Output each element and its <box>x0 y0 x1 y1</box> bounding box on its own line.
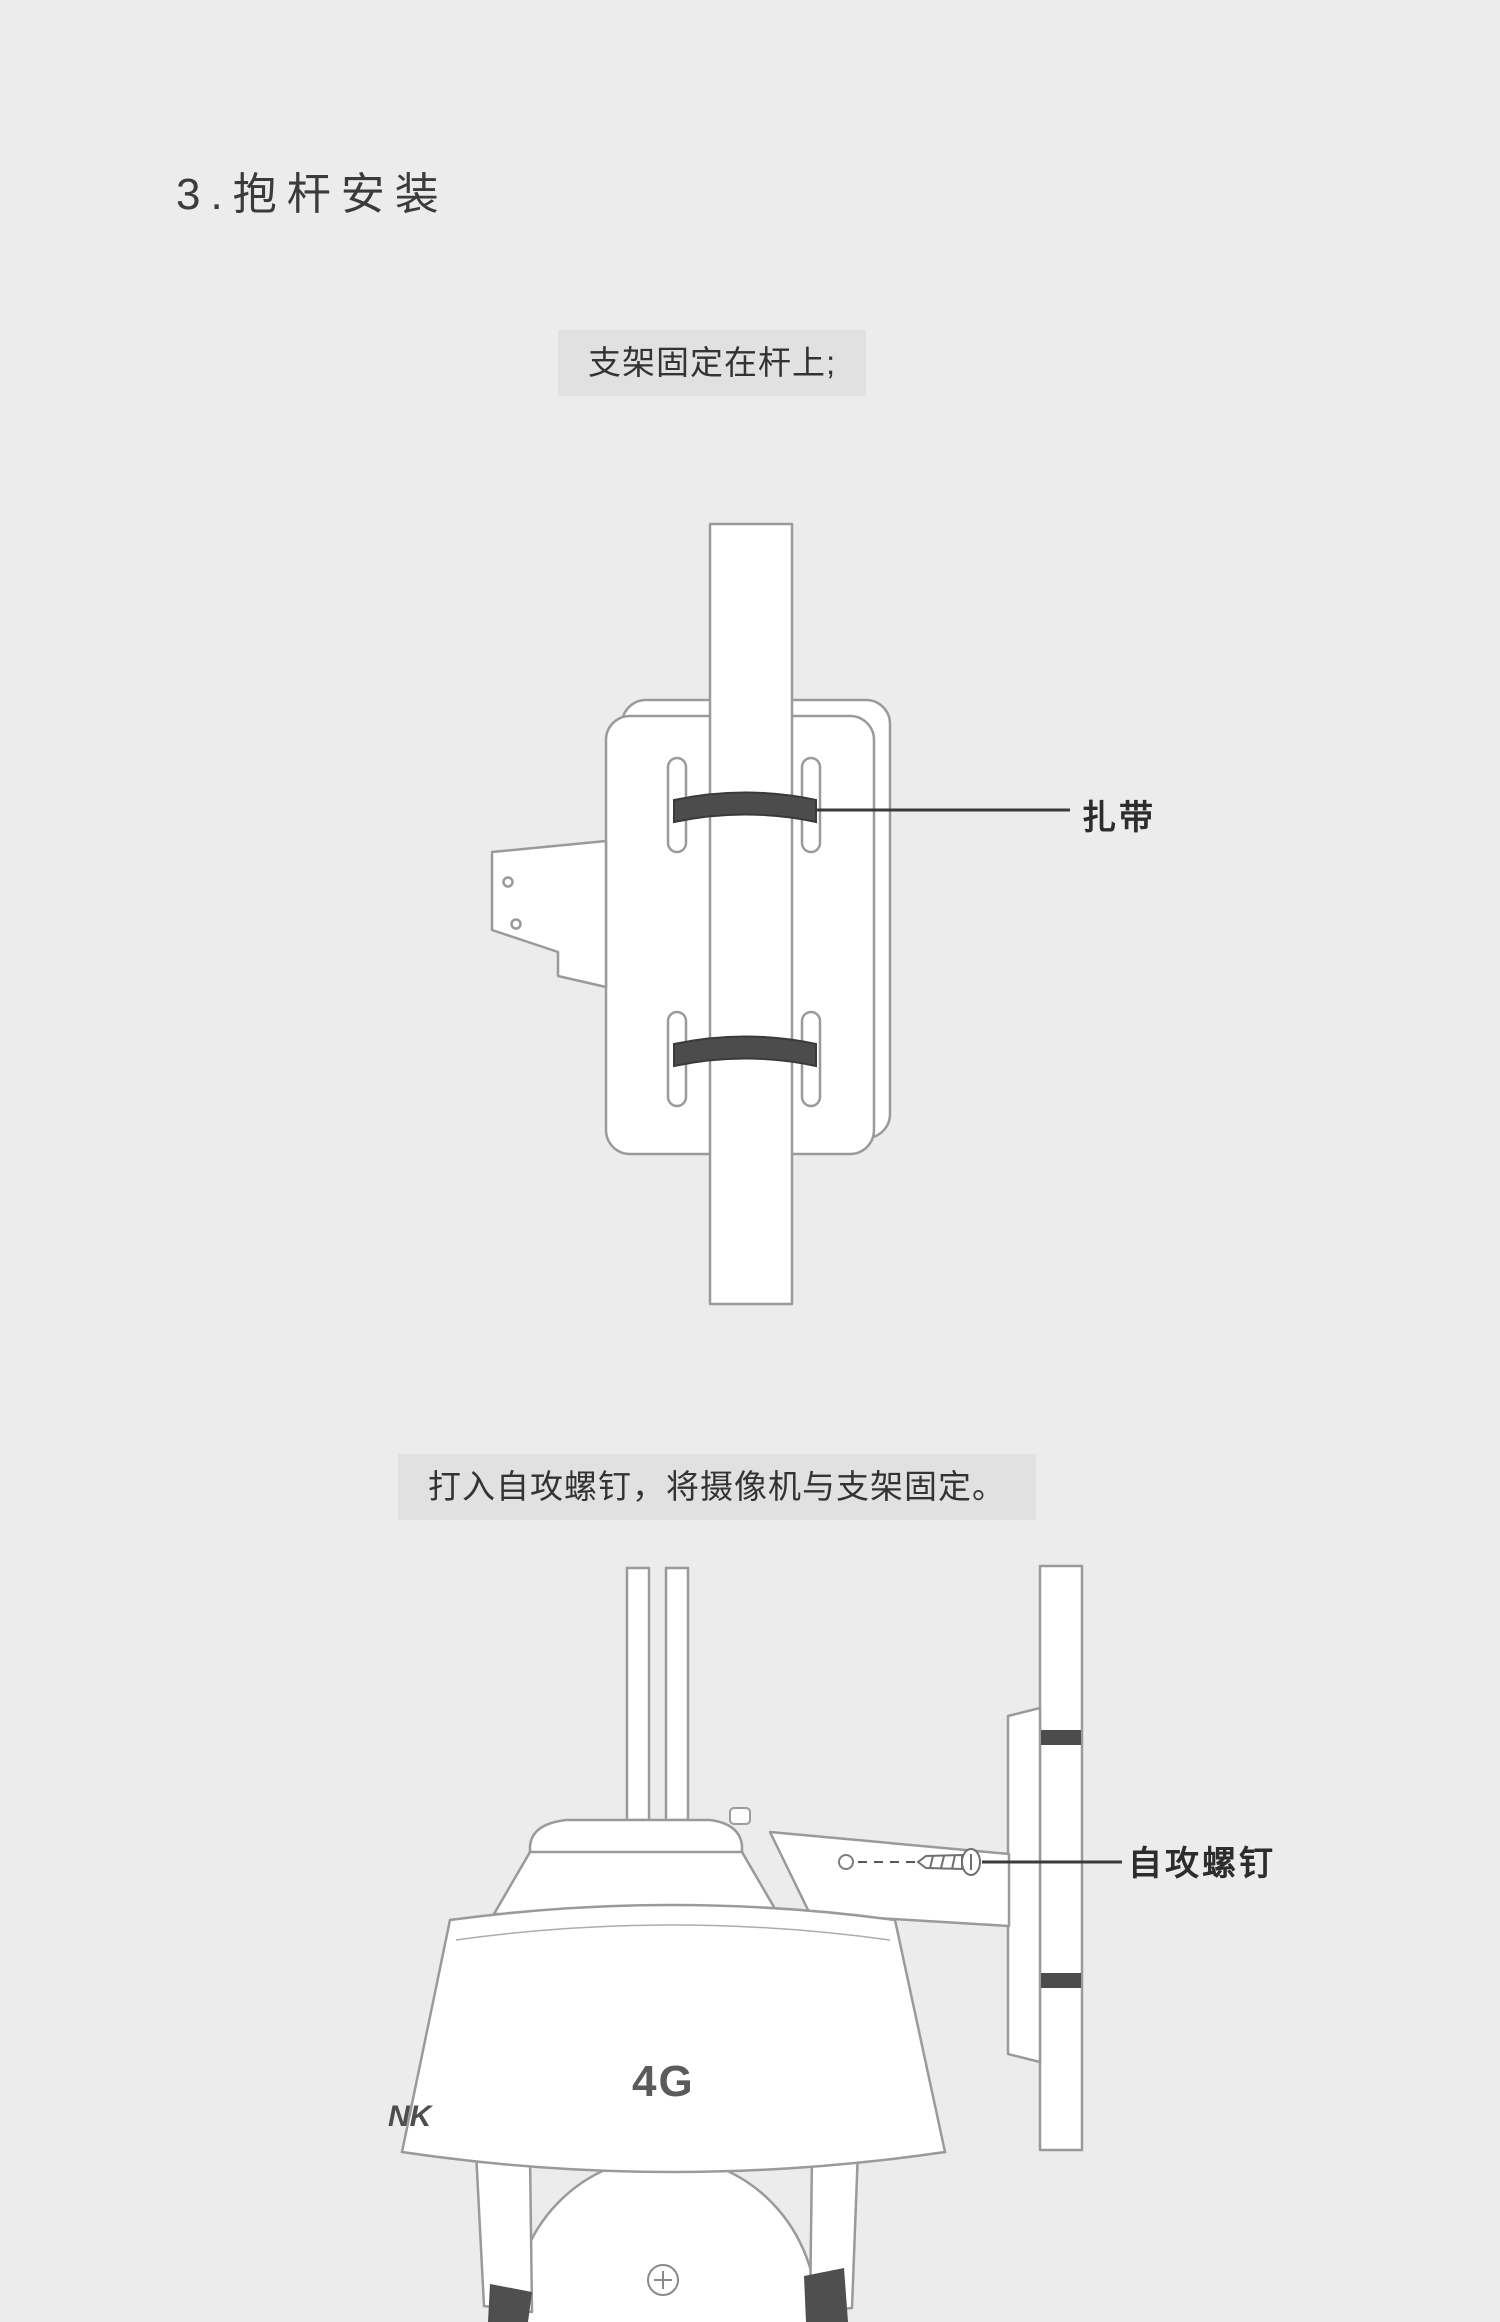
camera-logo-fragment: NK <box>388 2100 434 2133</box>
screw-thread-3 <box>951 1854 956 1870</box>
step2-caption: 打入自攻螺钉，将摄像机与支架固定。 <box>398 1454 1036 1520</box>
bracket-arm <box>490 839 608 989</box>
pole-bracket-illustration <box>490 522 1070 1306</box>
cable-tie-bottom <box>673 1035 817 1068</box>
pole <box>1038 1564 1084 2152</box>
screw-thread-2 <box>940 1855 945 1869</box>
cap-nub <box>729 1807 751 1825</box>
cable-tie-label: 扎带 <box>1082 799 1156 837</box>
page-title: 3.抱杆安装 <box>176 170 449 219</box>
pole <box>708 522 794 1306</box>
bracket-arm-hole-bottom <box>510 918 522 930</box>
screw-shaft <box>916 1853 963 1871</box>
screw-hole <box>838 1854 854 1870</box>
bracket-arm-hole-top <box>502 876 514 888</box>
cable-tie-top <box>673 791 817 824</box>
screw-thread-1 <box>929 1855 934 1869</box>
antenna-rear <box>664 1566 690 1822</box>
step1-caption: 支架固定在杆上; <box>558 330 867 396</box>
camera-top-cap <box>528 1818 744 1858</box>
dome-ball <box>511 2155 819 2322</box>
cable-tie-bottom-edge <box>1041 1973 1081 1988</box>
antenna-front <box>625 1566 651 1822</box>
dome-dark-left <box>488 2284 532 2322</box>
self-tapping-screw-label: 自攻螺钉 <box>1128 1845 1276 1883</box>
dome-dark-right <box>804 2268 848 2322</box>
camera-body-seam <box>455 1924 891 1941</box>
self-tapping-screw-icon <box>916 1848 981 1876</box>
camera-mount-illustration: 4G NK <box>388 1564 1122 2322</box>
cable-tie-top-edge <box>1041 1730 1081 1745</box>
bracket-plate-edge <box>1006 1706 1042 2064</box>
camera-4g-marking: 4G <box>632 2057 695 2106</box>
camera-body <box>400 1903 947 2174</box>
